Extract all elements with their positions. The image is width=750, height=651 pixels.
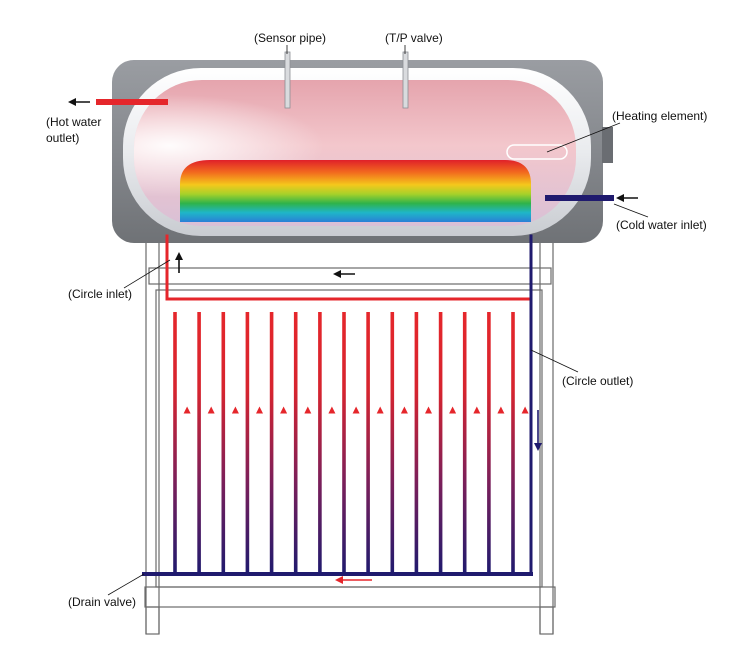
support-frame [144,240,556,635]
collector-tube [390,312,395,574]
heating-element-box [602,127,613,163]
drain-valve-leader [107,573,145,596]
collector-tube [173,312,177,574]
heating-element-label: (Heating element) [612,109,707,123]
frame-bottom-band [144,586,556,608]
frame-top-band [148,267,552,285]
hot-water-outlet-label-line1: (Hot water [46,115,101,129]
circulation-piping [142,234,533,576]
circle-inlet-label: (Circle inlet) [68,287,132,301]
collector-tube [438,312,443,574]
collector-tube [269,312,274,574]
collector-tube [197,312,201,574]
flow-up-arrows [183,406,529,447]
cold-water-inlet-leader [613,203,649,218]
collector-tube [245,312,250,574]
cold-water-inlet-pipe [545,195,614,201]
collector-tube [462,312,467,574]
circle-outlet-label: (Circle outlet) [562,374,633,388]
frame-left-foot [145,606,160,635]
cold-water-inlet-label: (Cold water inlet) [616,218,707,232]
sensor-pipe-label: (Sensor pipe) [254,31,326,45]
collector-tube [511,312,515,574]
circle-inlet-pipe [165,234,533,301]
hot-water-outlet-label-line2: outlet) [46,131,79,145]
tp-valve-label: (T/P valve) [385,31,443,45]
collector-tube [221,312,226,574]
collector-tube [414,312,419,574]
collector-tube [487,312,491,574]
collector-tube [293,312,298,574]
stratified-hot-water [180,160,531,222]
collector-tubes [173,312,515,574]
frame-inner-panel [155,289,543,588]
collector-tube [366,312,370,574]
collector-tube [318,312,322,574]
sensor-pipe [284,51,291,109]
labels: (Sensor pipe) (T/P valve) (Hot water out… [46,31,707,609]
circle-outlet-leader [530,349,579,373]
frame-right-foot [539,606,554,635]
collector-tube [342,312,346,574]
heating-element [506,144,568,160]
leader-lines [107,45,649,596]
storage-tank [96,51,614,243]
circle-inlet-leader [123,259,171,289]
tp-valve [402,51,409,109]
heating-element-leader [546,122,621,153]
drain-valve-label: (Drain valve) [68,595,136,609]
hot-water-outlet-pipe [96,99,168,105]
